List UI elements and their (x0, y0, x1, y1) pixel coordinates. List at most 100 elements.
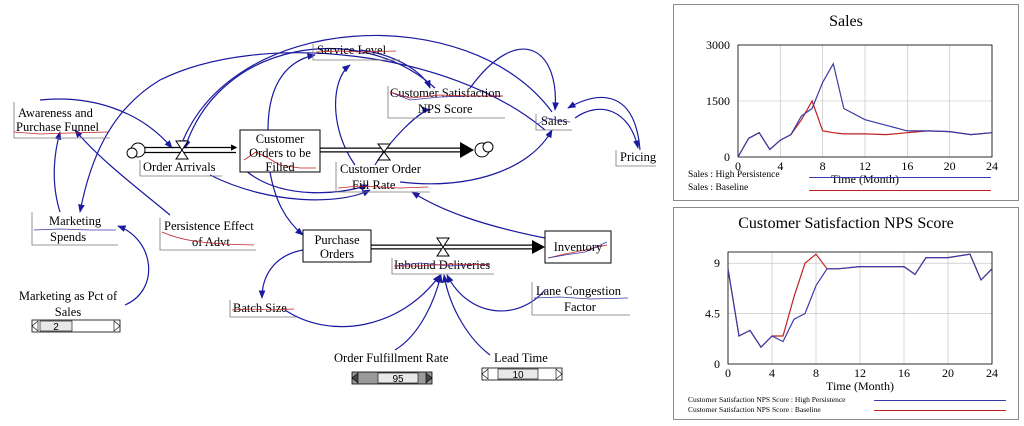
x-tick-label: 0 (735, 159, 741, 173)
x-tick-label: 4 (777, 159, 783, 173)
aux-pricing[interactable]: Pricing (615, 150, 657, 167)
legend-label: Sales : Baseline (688, 183, 749, 193)
link-purchase-orders-to-batch-size (258, 249, 304, 299)
x-tick-label: 20 (944, 159, 956, 173)
link-inventory-to-fill-rate (411, 191, 546, 239)
variable-label: Pricing (620, 150, 657, 164)
order-fulfillment-slider[interactable]: 95 (351, 371, 433, 385)
link-customer-orders-to-fill-rate (244, 169, 369, 194)
x-tick-label: 8 (813, 366, 819, 380)
flow-fill (320, 141, 494, 161)
y-tick-label: 3000 (706, 39, 730, 52)
stock-inventory[interactable]: Inventory (544, 230, 612, 264)
slider-value: 2 (53, 322, 59, 333)
link-lane-congestion-to-inbound (446, 274, 546, 312)
variable-label: Marketing as Pct of (19, 289, 118, 303)
stock-label: Purchase (314, 233, 360, 247)
link-sales-to-marketing-spends (78, 52, 546, 213)
chart-title: Customer Satisfaction NPS Score (738, 215, 954, 232)
x-tick-label: 8 (820, 159, 826, 173)
y-tick-label: 9 (714, 256, 720, 270)
variable-label: Batch Size (233, 301, 287, 315)
legend-label: Customer Satisfaction NPS Score : High P… (688, 395, 846, 404)
x-tick-label: 20 (942, 366, 954, 380)
link-sales-to-order-arrivals (179, 34, 553, 149)
legend-line-high (809, 177, 991, 178)
variable-label: Lead Time (494, 351, 548, 365)
legend-label: Customer Satisfaction NPS Score : Baseli… (688, 405, 821, 414)
plot-frame (727, 251, 993, 365)
variable-label: Factor (564, 300, 597, 314)
link-fill-rate-to-service-level (334, 64, 356, 166)
link-lead-time-to-inbound (441, 274, 491, 356)
marketing-pct-control[interactable]: Marketing as Pct of Sales 2 (19, 289, 121, 333)
legend-item-base: Customer Satisfaction NPS Score : Baseli… (688, 405, 821, 414)
stock-label: Customer (256, 132, 305, 146)
y-tick-label: 1500 (706, 94, 730, 108)
valve-icon (175, 140, 189, 160)
legend-item-high: Customer Satisfaction NPS Score : High P… (688, 395, 845, 404)
causal-links (39, 34, 641, 356)
variable-label: Order Fulfillment Rate (334, 351, 449, 365)
aux-service-level[interactable]: Service Level (312, 43, 400, 61)
x-axis-label: Time (Month) (826, 379, 894, 393)
legend-line-base (874, 410, 1006, 411)
variable-label: Marketing (49, 214, 102, 228)
link-order-arrivals-to-fill-rate (209, 174, 371, 201)
link-customer-orders-to-service-level (267, 53, 316, 131)
stock-label: Filled (265, 160, 295, 174)
legend-label: Sales : High Persistence (688, 170, 780, 180)
link-fill-rate-to-sales (399, 129, 553, 185)
series-line-high-persistence (737, 62, 993, 158)
valve-icon (436, 237, 450, 257)
flow-inbound (370, 237, 545, 257)
marketing-pct-slider[interactable]: 2 (31, 319, 121, 333)
plot-frame (737, 44, 993, 158)
variable-label: Order Arrivals (143, 160, 216, 174)
aux-sales[interactable]: Sales (535, 114, 572, 131)
x-tick-label: 0 (725, 366, 731, 380)
variable-label: Awareness and (18, 106, 94, 120)
aux-batch-size[interactable]: Batch Size (229, 300, 296, 318)
order-fulfillment-control[interactable]: Order Fulfillment Rate 95 (334, 351, 449, 385)
stock-label: Inventory (554, 240, 603, 254)
valve-icon (377, 143, 391, 161)
y-tick-label: 4.5 (705, 307, 720, 321)
link-persistence-to-awareness (74, 129, 171, 216)
x-tick-label: 16 (901, 159, 913, 173)
variable-label: Customer Order (340, 162, 422, 176)
chart-title: Sales (829, 13, 863, 30)
lead-time-slider[interactable]: 10 (481, 367, 563, 381)
x-tick-label: 12 (854, 366, 866, 380)
legend-item-base: Sales : Baseline (688, 183, 748, 193)
aux-inbound-deliveries[interactable]: Inbound Deliveries (391, 258, 494, 275)
series-line-high-persistence (727, 253, 993, 349)
lead-time-control[interactable]: Lead Time 10 (481, 351, 563, 381)
variable-label: Lane Congestion (536, 284, 622, 298)
stock-label: Orders to be (249, 146, 311, 160)
link-batch-size-to-inbound (284, 274, 441, 328)
variable-label: Sales (55, 305, 82, 319)
aux-order-arrivals[interactable]: Order Arrivals (139, 160, 222, 177)
x-axis-label: Time (Month) (831, 172, 899, 186)
variable-label: Persistence Effect (164, 219, 254, 233)
